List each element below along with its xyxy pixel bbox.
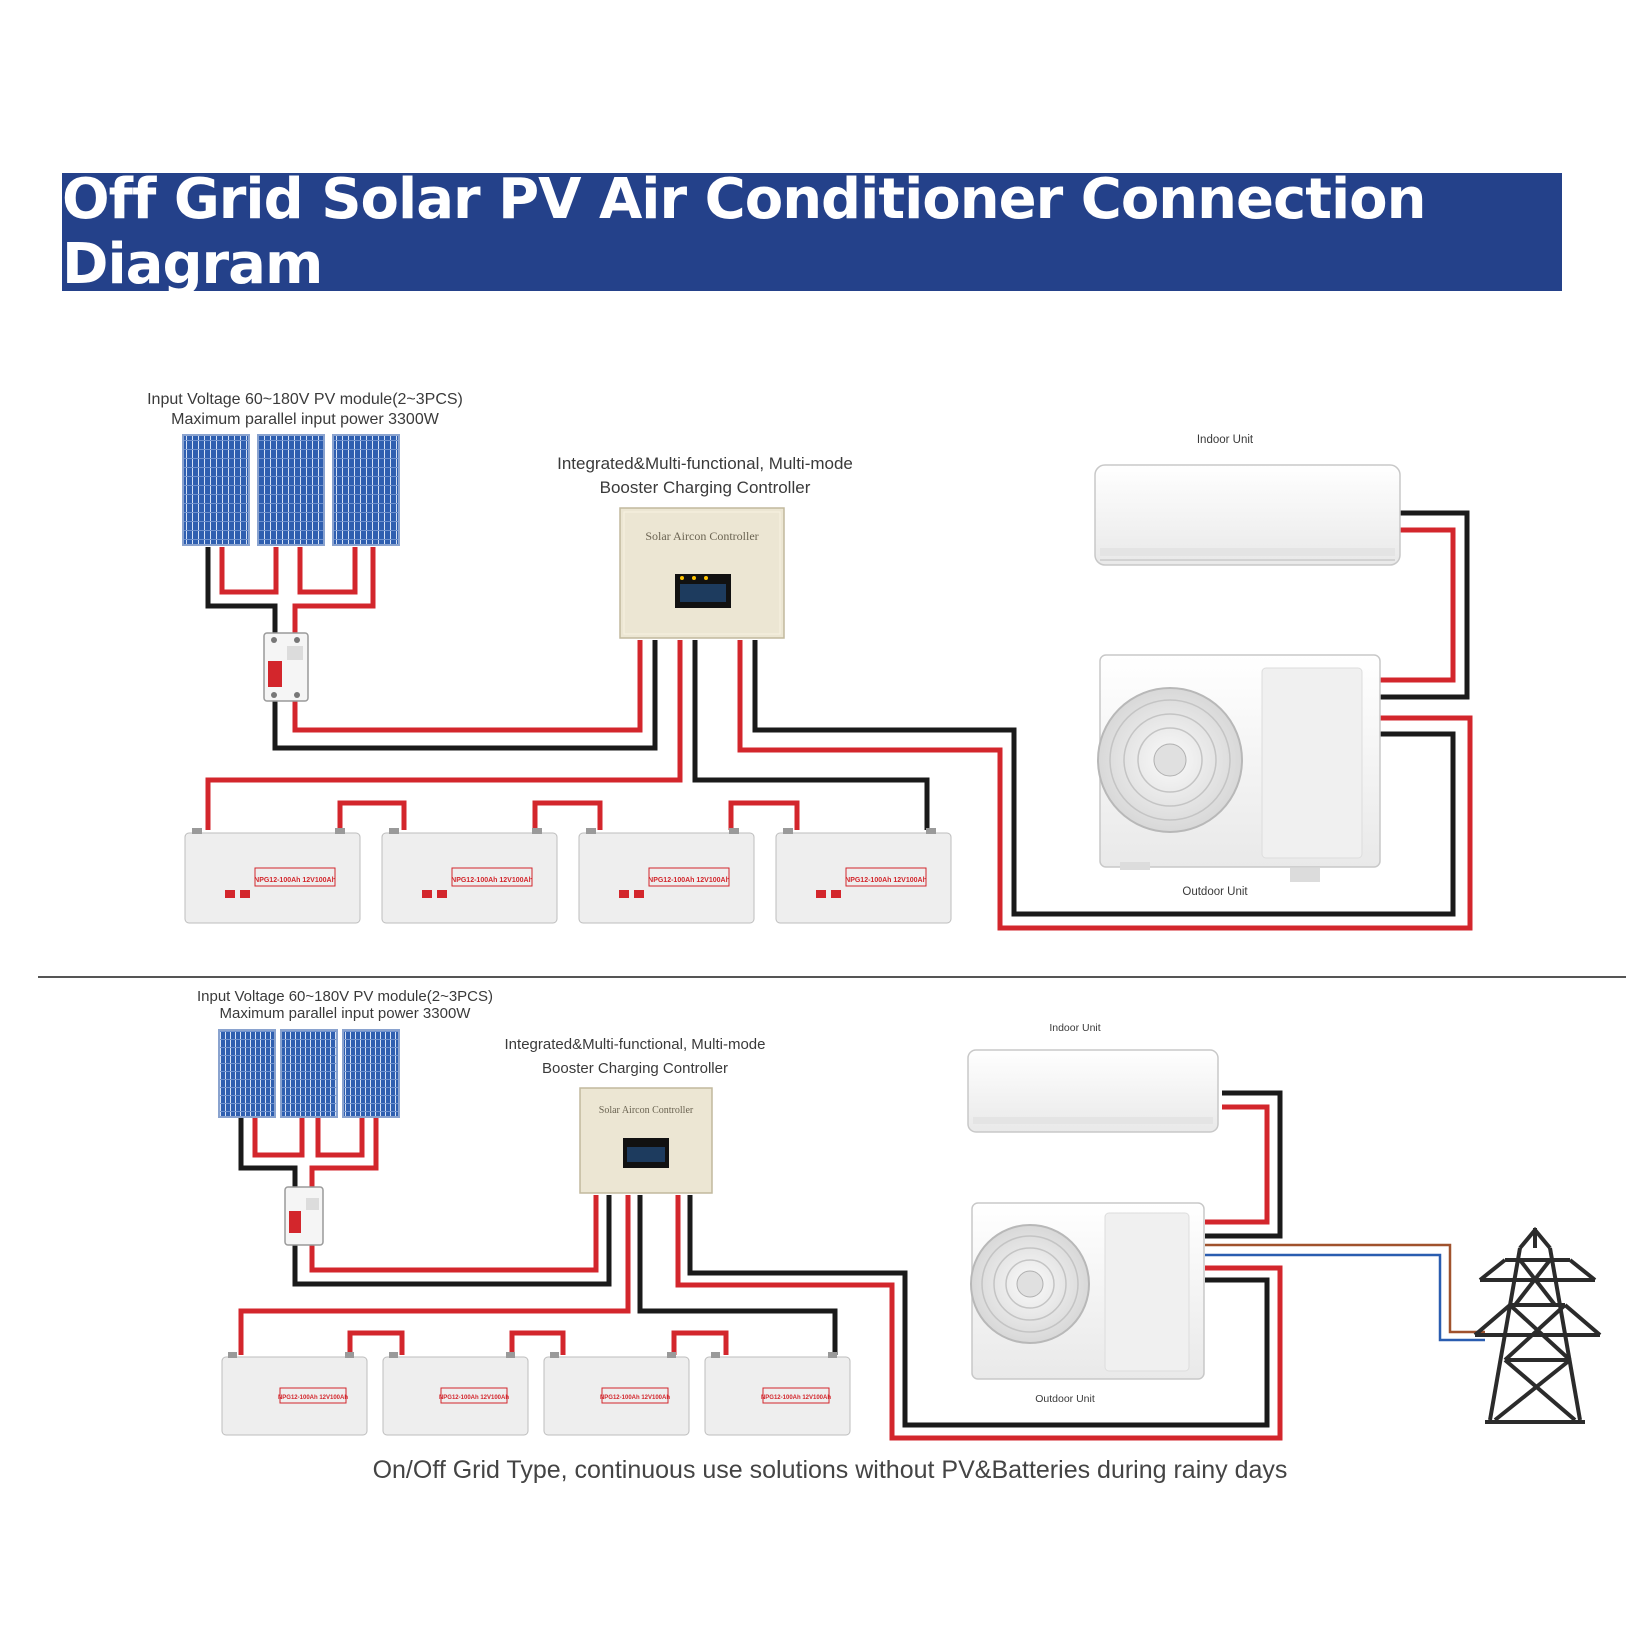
controller-face-text: Solar Aircon Controller: [645, 529, 758, 543]
charge-controller: [619, 507, 785, 639]
controller-label-line2: Booster Charging Controller: [599, 478, 811, 497]
battery-label: NPG12-100Ah 12V100Ah: [600, 1395, 670, 1401]
controller-label-bottom: Integrated&Multi-functional, Multi-mode …: [470, 1033, 800, 1081]
outdoor-unit-label: Outdoor Unit: [1182, 886, 1248, 898]
pv-module-label-bottom: Input Voltage 60~180V PV module(2~3PCS) …: [140, 988, 550, 1022]
indoor-unit-bottom: [967, 1049, 1219, 1133]
indoor-unit-label: Indoor Unit: [1196, 434, 1254, 446]
top-diagram: [182, 434, 1473, 931]
page-title: Off Grid Solar PV Air Conditioner Connec…: [62, 167, 1427, 297]
footer-caption: On/Off Grid Type, continuous use solutio…: [372, 1456, 1288, 1484]
indoor-unit-label-bottom: Indoor Unit: [1049, 1022, 1101, 1034]
battery-label: NPG12-100Ah 12V100Ah: [439, 1395, 509, 1401]
indoor-unit: [1094, 464, 1401, 566]
outdoor-unit-label-bottom: Outdoor Unit: [1035, 1393, 1095, 1405]
battery-label: NPG12-100Ah 12V100Ah: [278, 1395, 348, 1401]
charge-controller-bottom: [579, 1087, 713, 1194]
battery-label: NPG12-100Ah 12V100Ah: [761, 1395, 831, 1401]
dc-breaker-bottom: [284, 1186, 324, 1246]
dc-breaker: [263, 632, 309, 702]
title-banner: Off Grid Solar PV Air Conditioner Connec…: [62, 167, 1562, 297]
controller-label-line1: Integrated&Multi-functional, Multi-mode: [557, 454, 853, 473]
pv-panels-bottom: [218, 1029, 400, 1118]
pv-panels: [182, 434, 400, 546]
pv-input-voltage: Input Voltage 60~180V PV module(2~3PCS): [196, 988, 494, 1005]
pv-input-voltage: Input Voltage 60~180V PV module(2~3PCS): [147, 391, 463, 408]
pv-max-power: Maximum parallel input power 3300W: [171, 411, 439, 428]
bottom-diagram: [218, 1029, 1602, 1441]
pv-max-power: Maximum parallel input power 3300W: [219, 1005, 471, 1022]
battery-label: NPG12-100Ah 12V100Ah: [648, 877, 730, 884]
section-divider: [38, 976, 1626, 978]
battery-bank: [184, 828, 952, 924]
outdoor-unit: [1097, 654, 1381, 882]
controller-label-line1: Integrated&Multi-functional, Multi-mode: [504, 1036, 766, 1053]
battery-bank-bottom: [221, 1352, 851, 1436]
controller-label-line2: Booster Charging Controller: [542, 1060, 728, 1077]
controller-face-text-bottom: Solar Aircon Controller: [599, 1105, 694, 1116]
battery-label: NPG12-100Ah 12V100Ah: [254, 877, 336, 884]
battery-label: NPG12-100Ah 12V100Ah: [845, 877, 927, 884]
pv-module-label: Input Voltage 60~180V PV module(2~3PCS) …: [100, 390, 510, 430]
controller-label: Integrated&Multi-functional, Multi-mode …: [520, 452, 890, 500]
battery-label: NPG12-100Ah 12V100Ah: [451, 877, 533, 884]
power-tower-icon: [1473, 1226, 1602, 1424]
outdoor-unit-bottom: [970, 1202, 1205, 1380]
